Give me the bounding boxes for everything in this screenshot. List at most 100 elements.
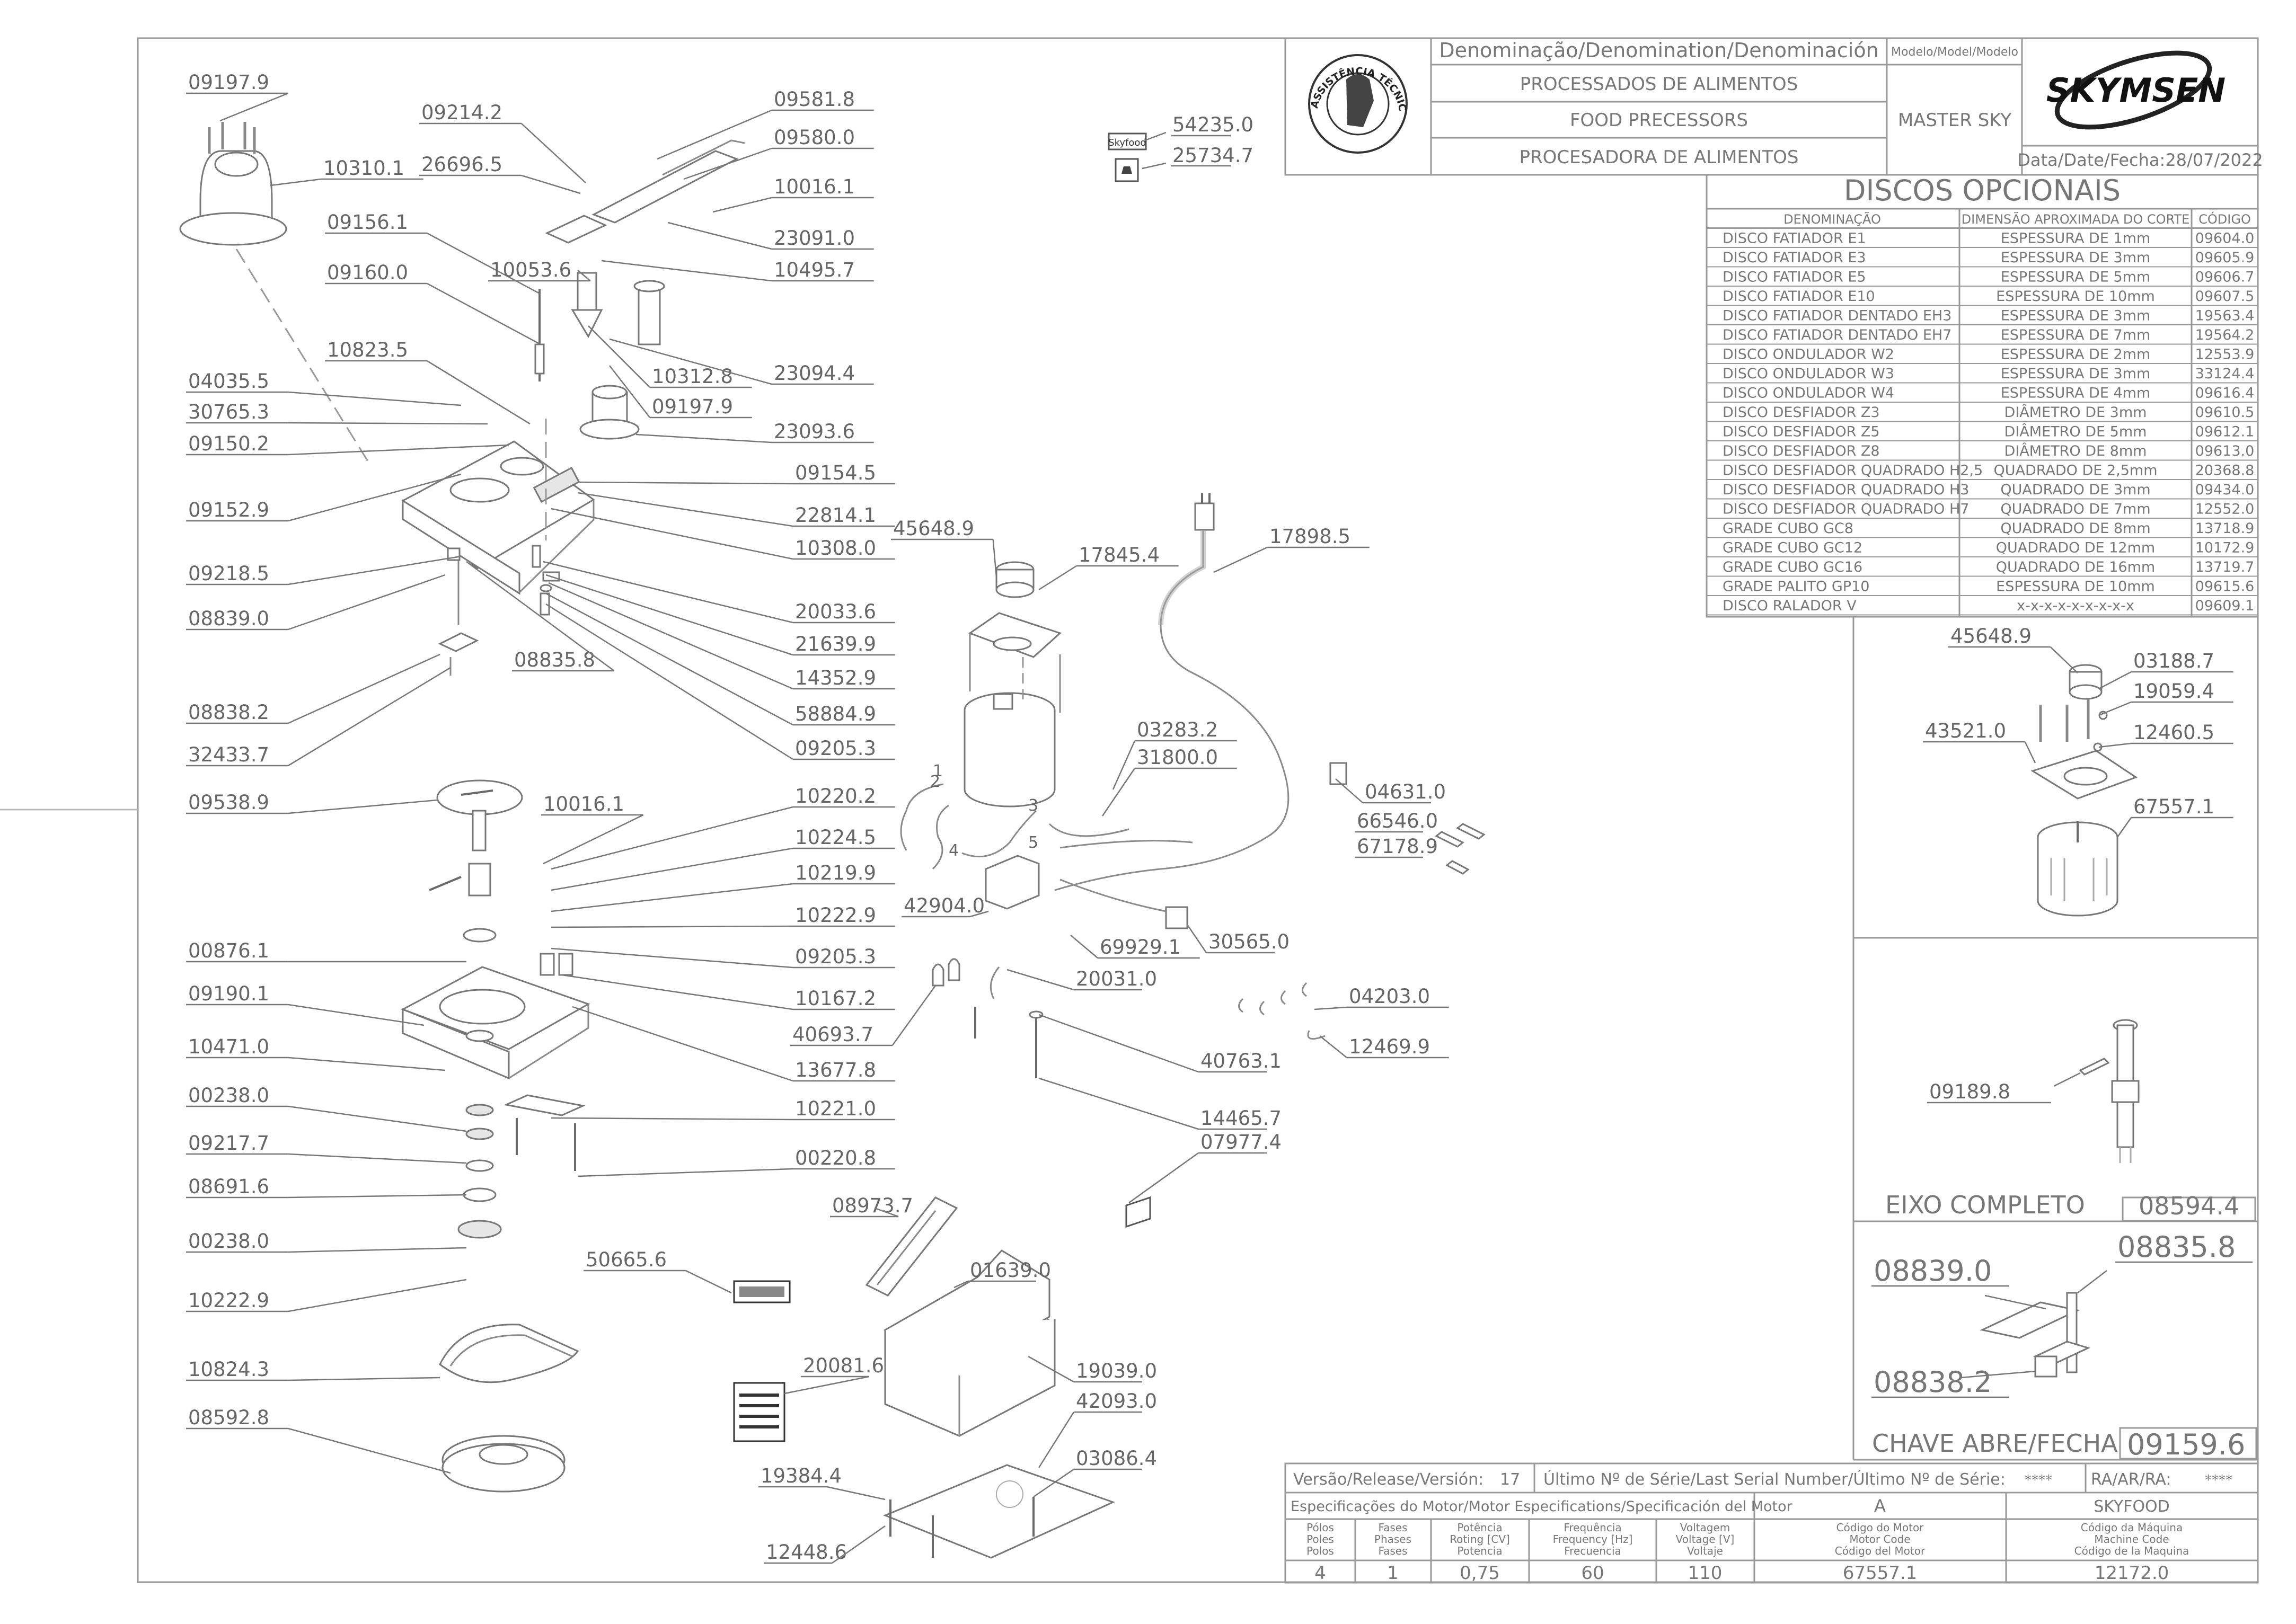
part-number: 13677.8: [795, 1059, 876, 1081]
part-number: 09197.9: [652, 395, 733, 418]
callout: 20033.6: [543, 561, 895, 624]
disc-cut-size: QUADRADO DE 16mm: [1996, 559, 2155, 575]
disc-name: DISCO DESFIADOR Z8: [1723, 443, 1880, 459]
part-number: 12460.5: [2133, 721, 2214, 744]
disc-name: DISCO RALADOR V: [1723, 598, 1857, 614]
switch-part-number: 08835.8: [2117, 1230, 2236, 1264]
part-number: 23094.4: [774, 362, 855, 385]
spec-label-line: Potencia: [1457, 1545, 1502, 1557]
discs-column-header: DIMENSÃO APROXIMADA DO CORTE: [1962, 211, 2190, 227]
switch-title: CHAVE ABRE/FECHA: [1872, 1429, 2118, 1458]
spec-value: 67557.1: [1843, 1563, 1918, 1584]
part-number: 10222.9: [188, 1289, 269, 1312]
disc-name: DISCO FATIADOR E1: [1723, 230, 1866, 247]
callout: 14465.7: [1038, 1077, 1282, 1130]
callout: 30765.3: [186, 401, 488, 425]
part-number: 40693.7: [792, 1023, 873, 1046]
disc-code: 12553.9: [2195, 347, 2255, 363]
disc-cut-size: ESPESSURA DE 10mm: [1996, 579, 2155, 595]
part-number: 19039.0: [1076, 1360, 1157, 1382]
callout: 00220.8: [577, 1147, 895, 1177]
callout: 10016.1: [541, 793, 644, 865]
spec-label-line: Pólos: [1306, 1521, 1334, 1534]
disc-code: 09609.1: [2195, 598, 2255, 614]
part-number: 10312.8: [652, 365, 733, 388]
disc-cut-size: ESPESSURA DE 3mm: [2001, 366, 2151, 382]
disc-name: DISCO DESFIADOR Z5: [1723, 424, 1880, 440]
part-number: 00876.1: [188, 939, 269, 962]
part-number: 10495.7: [774, 259, 855, 281]
callout: 10220.2: [551, 785, 895, 870]
callout: 09197.9: [186, 71, 289, 122]
callout: 09217.7: [186, 1132, 467, 1164]
callout: 40693.7: [790, 985, 937, 1046]
callout: 42904.0: [902, 894, 989, 918]
spec-label-line: Voltage [V]: [1676, 1533, 1735, 1546]
callout: 19039.0: [1028, 1355, 1157, 1383]
part-number: 10471.0: [188, 1035, 269, 1058]
spec-label-line: Potência: [1457, 1521, 1502, 1534]
part-number: 09189.8: [1929, 1080, 2010, 1103]
callout: 20031.0: [1006, 968, 1157, 991]
disc-code: 10172.9: [2195, 540, 2255, 556]
part-number: 32433.7: [188, 743, 269, 766]
callout: 09197.9: [609, 365, 752, 419]
part-number: 19384.4: [761, 1465, 842, 1487]
callout: 12460.5: [2098, 721, 2233, 748]
part-number: 08592.8: [188, 1406, 269, 1429]
callout: 09580.0: [683, 126, 874, 180]
disc-cut-size: ESPESSURA DE 3mm: [2001, 308, 2151, 324]
disc-code: 09605.9: [2195, 250, 2255, 266]
disc-code: 09607.5: [2195, 288, 2255, 305]
callout: 08592.8: [186, 1406, 451, 1474]
callout: 09214.2: [419, 101, 586, 183]
part-number: 30565.0: [1208, 930, 1290, 953]
release-value: 17: [1500, 1470, 1520, 1489]
callout: 17898.5: [1213, 525, 1370, 573]
part-number: 09205.3: [795, 945, 876, 968]
seal-text: ASSISTÊNCIA TÉCNICA AUTORIZADA: [0, 0, 1408, 112]
disc-name: GRADE CUBO GC16: [1723, 559, 1862, 575]
part-number: 09152.9: [188, 499, 269, 521]
housing-base: [733, 1196, 1151, 1559]
disc-code: 19564.2: [2195, 327, 2255, 343]
disc-name: DISCO DESFIADOR QUADRADO H7: [1723, 501, 1969, 518]
callout: 07977.4: [1128, 1131, 1282, 1204]
disc-code: 09616.4: [2195, 385, 2255, 402]
disc-code: 19563.4: [2195, 308, 2255, 324]
callout: 08691.6: [186, 1175, 467, 1199]
callout: 45648.9: [891, 517, 997, 578]
callout: 67178.9: [1355, 835, 1438, 858]
part-number: 10310.1: [323, 157, 404, 180]
part-number: 10167.2: [795, 987, 876, 1010]
disc-cut-size: QUADRADO DE 2,5mm: [1993, 463, 2157, 479]
part-number: 30765.3: [188, 401, 269, 423]
wire-number: 5: [1028, 833, 1038, 852]
part-number: 10221.0: [795, 1097, 876, 1120]
callout: 10310.1: [270, 157, 423, 187]
callout: 13677.8: [572, 1006, 895, 1082]
callout: 19059.4: [2098, 680, 2233, 716]
disc-code: 13719.7: [2195, 559, 2255, 575]
part-number: 40763.1: [1200, 1050, 1282, 1072]
shaft-detail: [2053, 1019, 2256, 1222]
disc-cut-size: ESPESSURA DE 3mm: [2001, 250, 2151, 266]
spec-block: Versão/Release/Versión: 17 Último Nº de …: [1284, 1462, 2259, 1584]
callout: 10312.8: [588, 325, 752, 388]
part-number: 10224.5: [795, 826, 876, 849]
callout: 19384.4: [758, 1465, 886, 1501]
disc-code: 09612.1: [2195, 424, 2255, 440]
motor-detail: [2030, 664, 2138, 917]
part-number: 09214.2: [421, 101, 502, 124]
part-number: 14352.9: [795, 667, 876, 689]
callout: 58884.9: [545, 592, 895, 726]
disc-name: DISCO FATIADOR DENTADO EH3: [1723, 308, 1951, 324]
motor-brand: SKYFOOD: [2094, 1497, 2170, 1516]
